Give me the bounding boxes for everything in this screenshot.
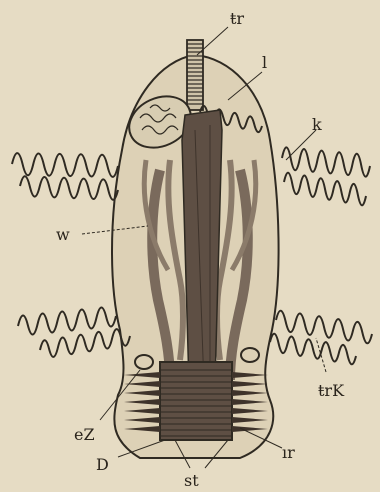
label-k: k (312, 115, 322, 134)
label-r: ır (282, 443, 295, 462)
label-l: l (262, 53, 267, 72)
trachea (187, 40, 203, 110)
label-trk: ŧrK (318, 381, 345, 400)
rectal-chamber (160, 362, 232, 440)
label-d: D (96, 455, 109, 474)
label-w: w (56, 225, 70, 244)
label-ez: eZ (74, 425, 95, 444)
label-st: st (184, 471, 199, 490)
label-tr: ŧr (230, 9, 244, 28)
